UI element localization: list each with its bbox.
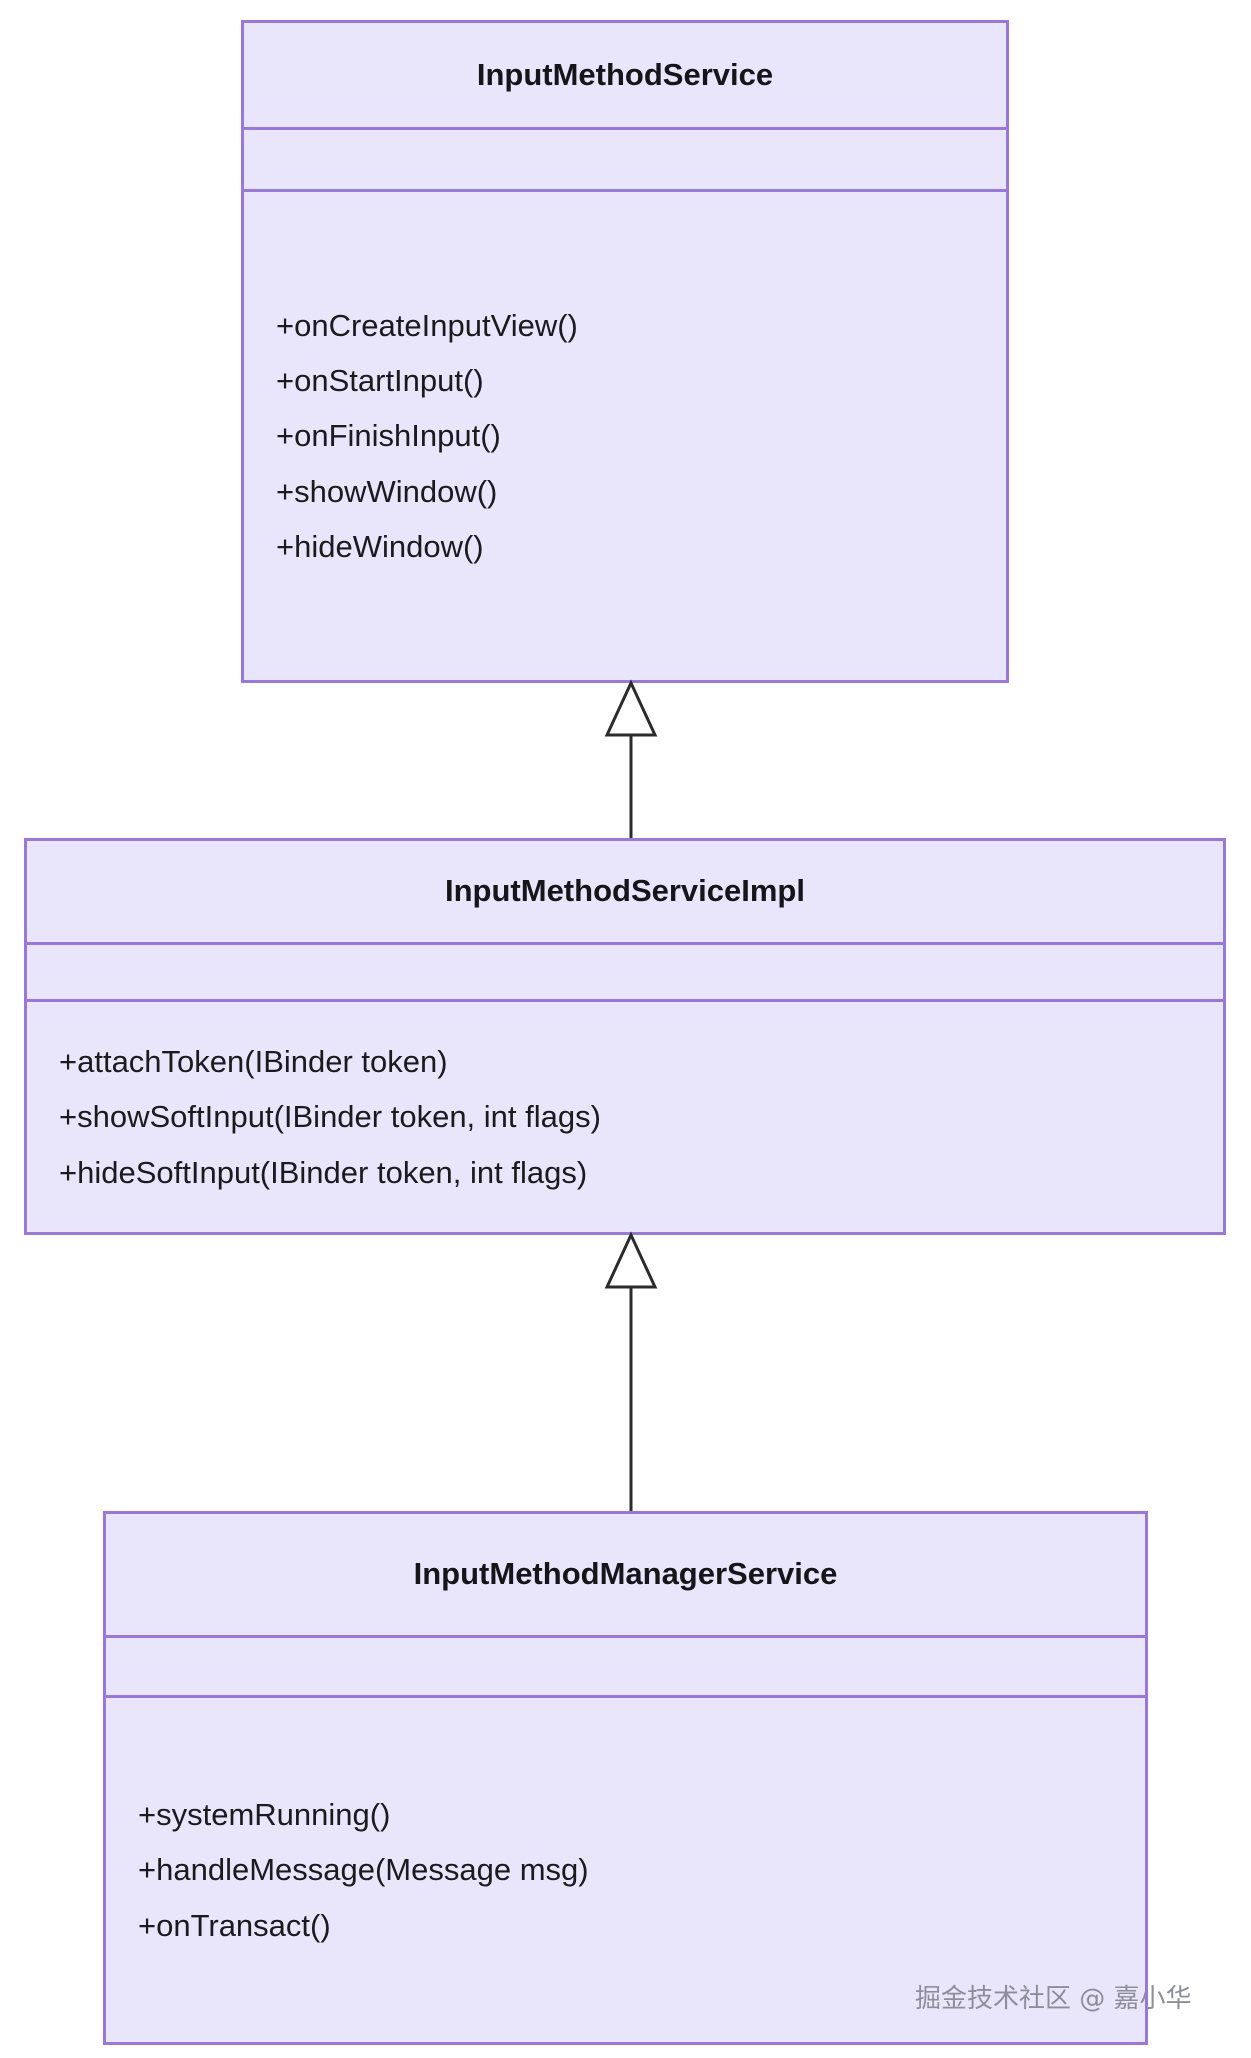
- method-item: +showSoftInput(IBinder token, int flags): [59, 1099, 601, 1135]
- method-item: +onTransact(): [138, 1907, 331, 1943]
- class-attributes-compartment: [244, 130, 1006, 192]
- method-item: +onStartInput(): [276, 363, 484, 399]
- class-attributes-compartment: [27, 945, 1223, 1002]
- class-methods-compartment: +attachToken(IBinder token) +showSoftInp…: [27, 1002, 1223, 1232]
- class-box-input-method-service-impl[interactable]: InputMethodServiceImpl +attachToken(IBin…: [24, 838, 1226, 1235]
- class-box-input-method-service[interactable]: InputMethodService +onCreateInputView() …: [241, 20, 1009, 683]
- class-title-compartment: InputMethodServiceImpl: [27, 841, 1223, 945]
- method-item: +hideWindow(): [276, 528, 484, 564]
- class-box-input-method-manager-service[interactable]: InputMethodManagerService +systemRunning…: [103, 1511, 1148, 2045]
- class-name-label: InputMethodManagerService: [413, 1556, 838, 1592]
- method-item: +handleMessage(Message msg): [138, 1852, 589, 1888]
- class-attributes-compartment: [106, 1638, 1145, 1698]
- class-methods-compartment: +onCreateInputView() +onStartInput() +on…: [244, 192, 1006, 680]
- watermark-label: 掘金技术社区 @ 嘉小华: [915, 1984, 1192, 2014]
- method-item: +showWindow(): [276, 473, 498, 509]
- class-name-label: InputMethodService: [476, 56, 774, 92]
- class-title-compartment: InputMethodManagerService: [106, 1514, 1145, 1638]
- inheritance-arrow-impl-to-service: [604, 679, 658, 838]
- class-name-label: InputMethodServiceImpl: [445, 873, 805, 909]
- method-item: +hideSoftInput(IBinder token, int flags): [59, 1154, 588, 1190]
- method-item: +onFinishInput(): [276, 418, 501, 454]
- inheritance-arrow-manager-to-impl: [604, 1231, 658, 1511]
- method-item: +attachToken(IBinder token): [59, 1044, 448, 1080]
- class-title-compartment: InputMethodService: [244, 23, 1006, 130]
- class-methods-compartment: +systemRunning() +handleMessage(Message …: [106, 1698, 1145, 2042]
- inheritance-triangle-icon: [604, 1231, 658, 1289]
- method-item: +onCreateInputView(): [276, 308, 578, 344]
- inheritance-triangle-icon: [604, 679, 658, 737]
- method-item: +systemRunning(): [138, 1797, 391, 1833]
